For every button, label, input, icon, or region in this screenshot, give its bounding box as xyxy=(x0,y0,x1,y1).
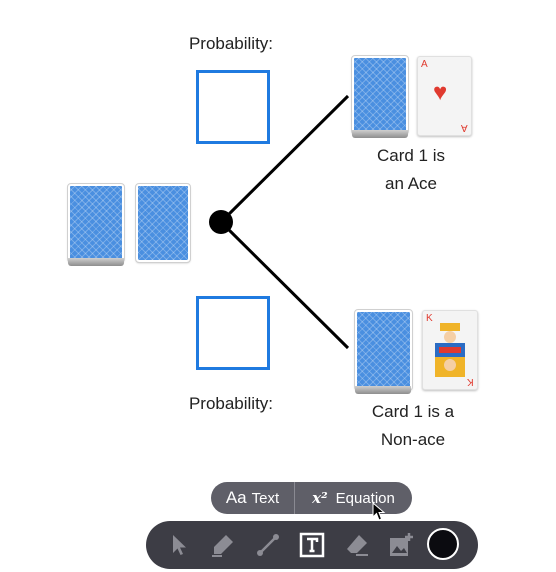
top-probability-label: Probability: xyxy=(188,34,274,53)
text-aa-icon: Aa xyxy=(225,488,247,507)
color-picker-button[interactable] xyxy=(427,528,459,560)
drawing-toolbar xyxy=(146,521,478,569)
nonace-branch-card-back xyxy=(354,309,413,391)
nonace-branch-stack-edge xyxy=(355,386,411,394)
ace-branch-card-back xyxy=(351,55,409,135)
king-rank-bottom: K xyxy=(467,376,474,387)
deck-stack-edge xyxy=(68,258,124,266)
tree-node xyxy=(209,210,233,234)
ace-branch-label-line2: an Ace xyxy=(385,174,437,193)
nonace-branch-label-line2: Non-ace xyxy=(380,430,446,449)
ace-of-hearts-card: A ♥ A xyxy=(417,56,472,136)
heart-icon: ♥ xyxy=(433,79,448,106)
king-rank-top: K xyxy=(426,313,433,324)
equation-x2-icon: x² xyxy=(312,489,328,507)
eraser-icon[interactable] xyxy=(342,530,372,560)
add-image-icon[interactable] xyxy=(386,530,416,560)
branch-line-nonace xyxy=(219,220,350,350)
text-option-label: Text xyxy=(251,489,280,507)
mouse-cursor-icon xyxy=(372,502,386,521)
deck-card-back-1 xyxy=(67,183,125,263)
pointer-icon[interactable] xyxy=(164,530,194,560)
deck-card-back-2 xyxy=(135,183,191,263)
ace-rank-top: A xyxy=(421,59,428,70)
text-box-icon[interactable] xyxy=(297,530,327,560)
equation-option-button[interactable]: x² Equation xyxy=(295,482,412,514)
ace-rank-bottom: A xyxy=(461,122,468,133)
king-figure-icon xyxy=(435,323,465,377)
text-option-button[interactable]: Aa Text xyxy=(211,482,294,514)
line-tool-icon[interactable] xyxy=(253,530,283,560)
bottom-probability-label: Probability: xyxy=(188,394,274,413)
nonace-branch-label-line1: Card 1 is a xyxy=(371,402,455,421)
king-card: K K xyxy=(422,310,478,390)
branch-line-ace xyxy=(219,94,350,224)
highlighter-icon[interactable] xyxy=(208,530,238,560)
bottom-probability-box[interactable] xyxy=(196,296,270,370)
ace-branch-stack-edge xyxy=(352,130,408,138)
top-probability-box[interactable] xyxy=(196,70,270,144)
popup-divider xyxy=(294,482,295,514)
equation-option-label: Equation xyxy=(335,489,395,507)
ace-branch-label-line1: Card 1 is xyxy=(376,146,446,165)
